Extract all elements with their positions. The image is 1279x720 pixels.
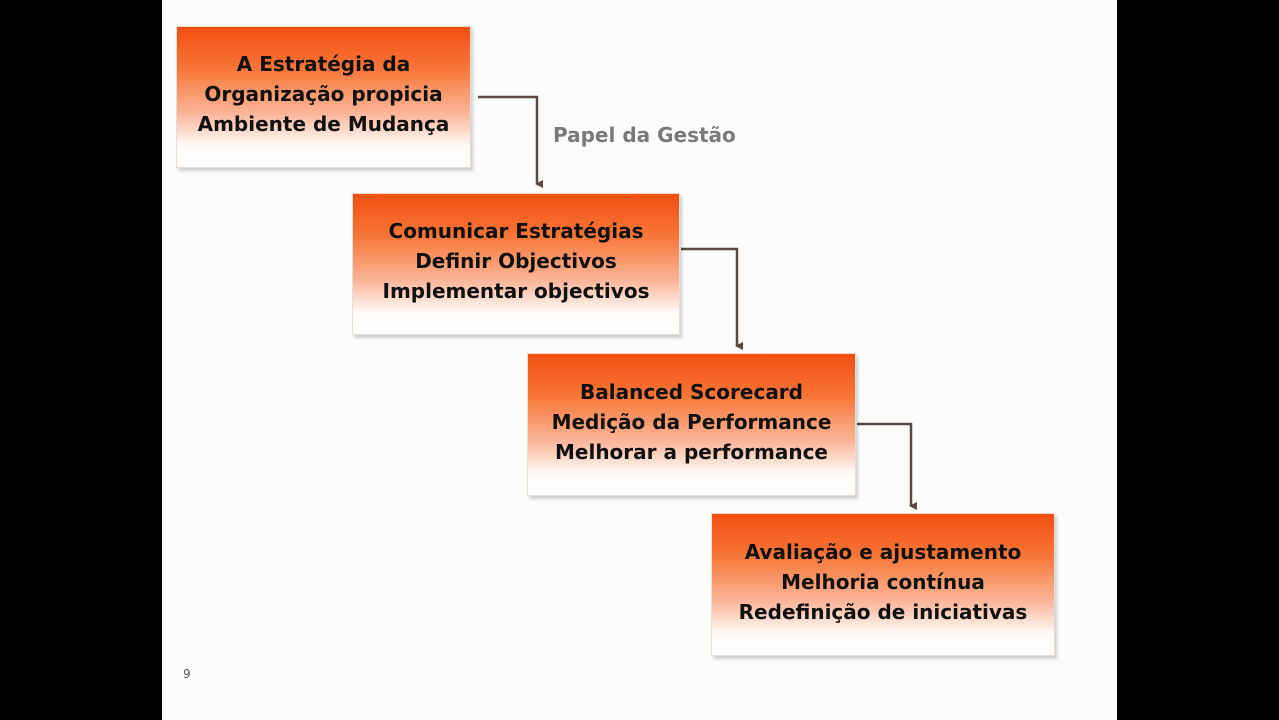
step-4-line-2: Melhoria contínua [781, 569, 985, 594]
step-2-line-2: Definir Objectivos [415, 249, 617, 273]
step-box-evaluation: Avaliação e ajustamento Melhoria contínu… [711, 513, 1055, 656]
step-box-strategy: A Estratégia da Organização propicia Amb… [176, 26, 471, 168]
step-box-communicate: Comunicar Estratégias Definir Objectivos… [352, 193, 680, 335]
step-3-line-2: Medição da Performance [551, 409, 832, 434]
step-2-line-3: Implementar objectivos [382, 279, 650, 303]
step-4-line-1: Avaliação e ajustamento [744, 539, 1022, 564]
role-label: Papel da Gestão [553, 123, 736, 147]
step-1-line-3: Ambiente de Mudança [197, 112, 450, 136]
step-3-line-3: Melhorar a performance [555, 439, 828, 464]
step-4-line-3: Redefinição de iniciativas [738, 599, 1028, 624]
step-1-line-2: Organização propicia [204, 82, 443, 106]
step-3-line-1: Balanced Scorecard [580, 379, 803, 404]
step-1-line-1: A Estratégia da [236, 52, 411, 76]
step-2-line-1: Comunicar Estratégias [388, 219, 644, 243]
page-number: 9 [183, 667, 191, 681]
step-box-scorecard: Balanced Scorecard Medição da Performanc… [527, 353, 856, 496]
